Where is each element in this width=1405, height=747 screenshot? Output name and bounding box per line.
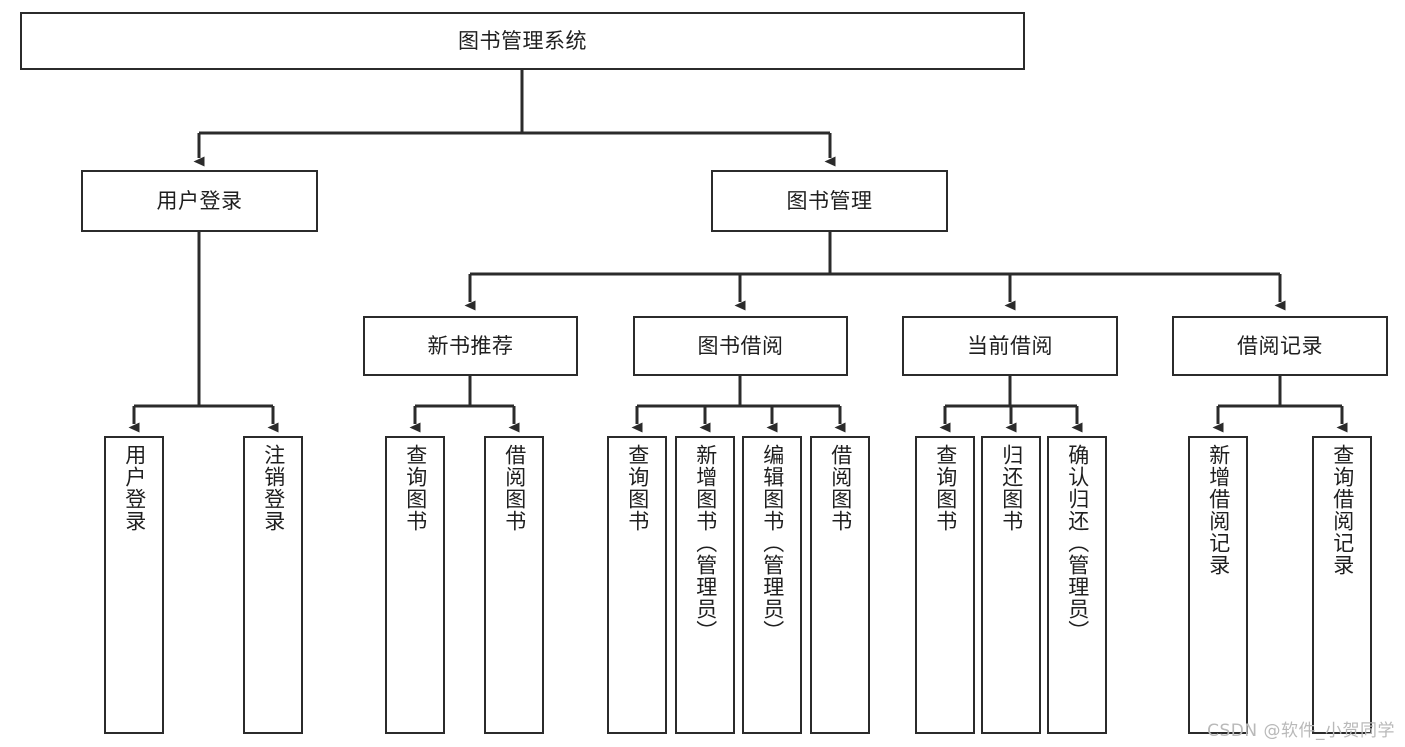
node-label: 确认归还（管理员）: [1065, 444, 1090, 642]
node-leaf-query-book-2[interactable]: 查询图书: [607, 436, 667, 734]
node-leaf-borrow-book-2[interactable]: 借阅图书: [810, 436, 870, 734]
node-borrow-record[interactable]: 借阅记录: [1172, 316, 1388, 376]
node-label: 新书推荐: [427, 333, 514, 358]
node-label: 借阅图书: [828, 444, 853, 532]
watermark: CSDN @软件_小贺同学: [1207, 721, 1395, 741]
node-leaf-query-book-3[interactable]: 查询图书: [915, 436, 975, 734]
node-label: 借阅记录: [1237, 333, 1323, 358]
node-label: 新增借阅记录: [1206, 444, 1231, 576]
node-label: 查询借阅记录: [1330, 444, 1355, 576]
node-label: 当前借阅: [967, 333, 1053, 358]
node-new-book-rec[interactable]: 新书推荐: [363, 316, 578, 376]
node-label: 图书管理: [786, 188, 873, 213]
node-label: 注销登录: [261, 444, 286, 532]
node-label: 查询图书: [933, 444, 958, 532]
node-label: 图书借阅: [697, 333, 784, 358]
node-leaf-confirm-return[interactable]: 确认归还（管理员）: [1047, 436, 1107, 734]
node-leaf-return-book[interactable]: 归还图书: [981, 436, 1041, 734]
node-leaf-user-login[interactable]: 用户登录: [104, 436, 164, 734]
node-current-borrow[interactable]: 当前借阅: [902, 316, 1118, 376]
node-label: 借阅图书: [502, 444, 527, 532]
node-label: 新增图书（管理员）: [693, 444, 718, 642]
node-leaf-add-record[interactable]: 新增借阅记录: [1188, 436, 1248, 734]
node-leaf-borrow-book-1[interactable]: 借阅图书: [484, 436, 544, 734]
node-label: 用户登录: [122, 444, 147, 532]
node-book-manage[interactable]: 图书管理: [711, 170, 948, 232]
node-user-login[interactable]: 用户登录: [81, 170, 318, 232]
node-label: 用户登录: [156, 188, 243, 213]
node-label: 归还图书: [999, 444, 1024, 532]
node-root[interactable]: 图书管理系统: [20, 12, 1025, 70]
node-leaf-add-book[interactable]: 新增图书（管理员）: [675, 436, 735, 734]
node-leaf-query-record[interactable]: 查询借阅记录: [1312, 436, 1372, 734]
node-leaf-query-book-1[interactable]: 查询图书: [385, 436, 445, 734]
node-book-borrow[interactable]: 图书借阅: [633, 316, 848, 376]
node-label: 查询图书: [403, 444, 428, 532]
node-label: 图书管理系统: [458, 28, 587, 53]
node-label: 查询图书: [625, 444, 650, 532]
node-label: 编辑图书（管理员）: [760, 444, 785, 642]
node-leaf-logout[interactable]: 注销登录: [243, 436, 303, 734]
node-leaf-edit-book[interactable]: 编辑图书（管理员）: [742, 436, 802, 734]
